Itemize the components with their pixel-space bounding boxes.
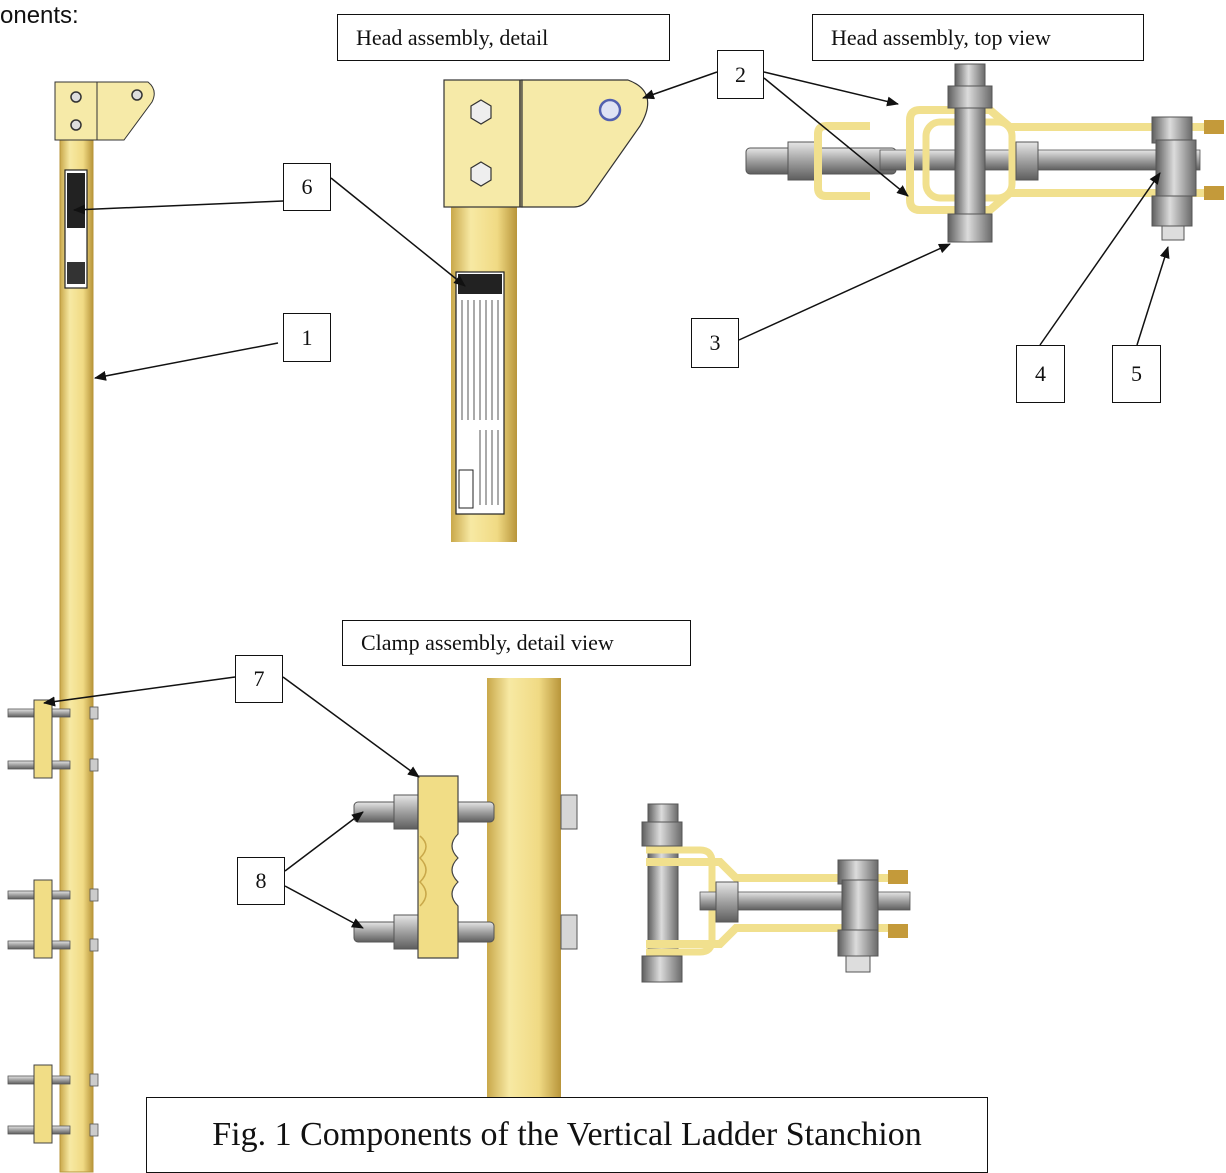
figure-caption: Fig. 1 Components of the Vertical Ladder… (146, 1097, 988, 1173)
arrow-8b (284, 885, 364, 929)
head-detail-view (443, 79, 649, 542)
callout-8: 8 (237, 857, 285, 905)
head-plate-small (96, 81, 155, 141)
title-head-detail: Head assembly, detail (337, 14, 670, 61)
pivot-bolt-icon (598, 98, 622, 122)
leader-lines (43, 71, 1170, 929)
title-clamp-detail: Clamp assembly, detail view (342, 620, 691, 666)
callout-5: 5 (1112, 345, 1161, 403)
warning-label-header-bar (458, 274, 502, 294)
stanchion-full-view (7, 81, 155, 1173)
arrow-7a (43, 676, 236, 707)
callout-1: 1 (283, 313, 331, 362)
detail-bracket (443, 79, 523, 208)
section-heading: onents: (0, 2, 79, 29)
warning-label-barcode (67, 262, 85, 284)
clamp-detail-tube (487, 678, 561, 1168)
arrow-8a (284, 811, 364, 872)
arrow-2c (763, 77, 909, 197)
arrow-1 (94, 342, 279, 381)
top-view-nut (787, 141, 817, 181)
head-alt-view (641, 803, 911, 983)
arrow-7b (282, 676, 420, 778)
head-bracket-small (54, 81, 98, 141)
bolt-icon (131, 89, 143, 101)
hex-bolt-icon (470, 161, 492, 187)
clamp-nut-icon (393, 794, 419, 830)
top-view-yoke (906, 106, 1210, 214)
head-top-view (745, 63, 1224, 243)
clamp-block (417, 775, 459, 959)
arrow-6a (73, 200, 284, 215)
arrow-3 (738, 243, 951, 341)
clamp-small-3 (7, 1064, 99, 1144)
callout-2: 2 (717, 50, 764, 99)
arrow-5 (1136, 246, 1170, 346)
arrow-2b (763, 71, 899, 107)
bolt-icon (70, 119, 82, 131)
title-head-top-view: Head assembly, top view (812, 14, 1144, 61)
callout-6: 6 (283, 163, 331, 211)
warning-label-text-block (67, 173, 85, 228)
bolt-icon (70, 91, 82, 103)
callout-4: 4 (1016, 345, 1065, 403)
detail-plate (521, 79, 649, 208)
clamp-detail-view (353, 678, 578, 1168)
arrow-4 (1039, 172, 1161, 346)
arrow-6b (330, 177, 466, 287)
hex-bolt-icon (470, 99, 492, 125)
callout-7: 7 (235, 655, 283, 703)
callout-3: 3 (691, 318, 739, 368)
top-view-roller (1155, 139, 1197, 197)
clamp-small-1 (7, 699, 99, 779)
arrow-2a (642, 71, 718, 100)
clamp-small-2 (7, 879, 99, 959)
clamp-nut-icon (393, 914, 419, 950)
